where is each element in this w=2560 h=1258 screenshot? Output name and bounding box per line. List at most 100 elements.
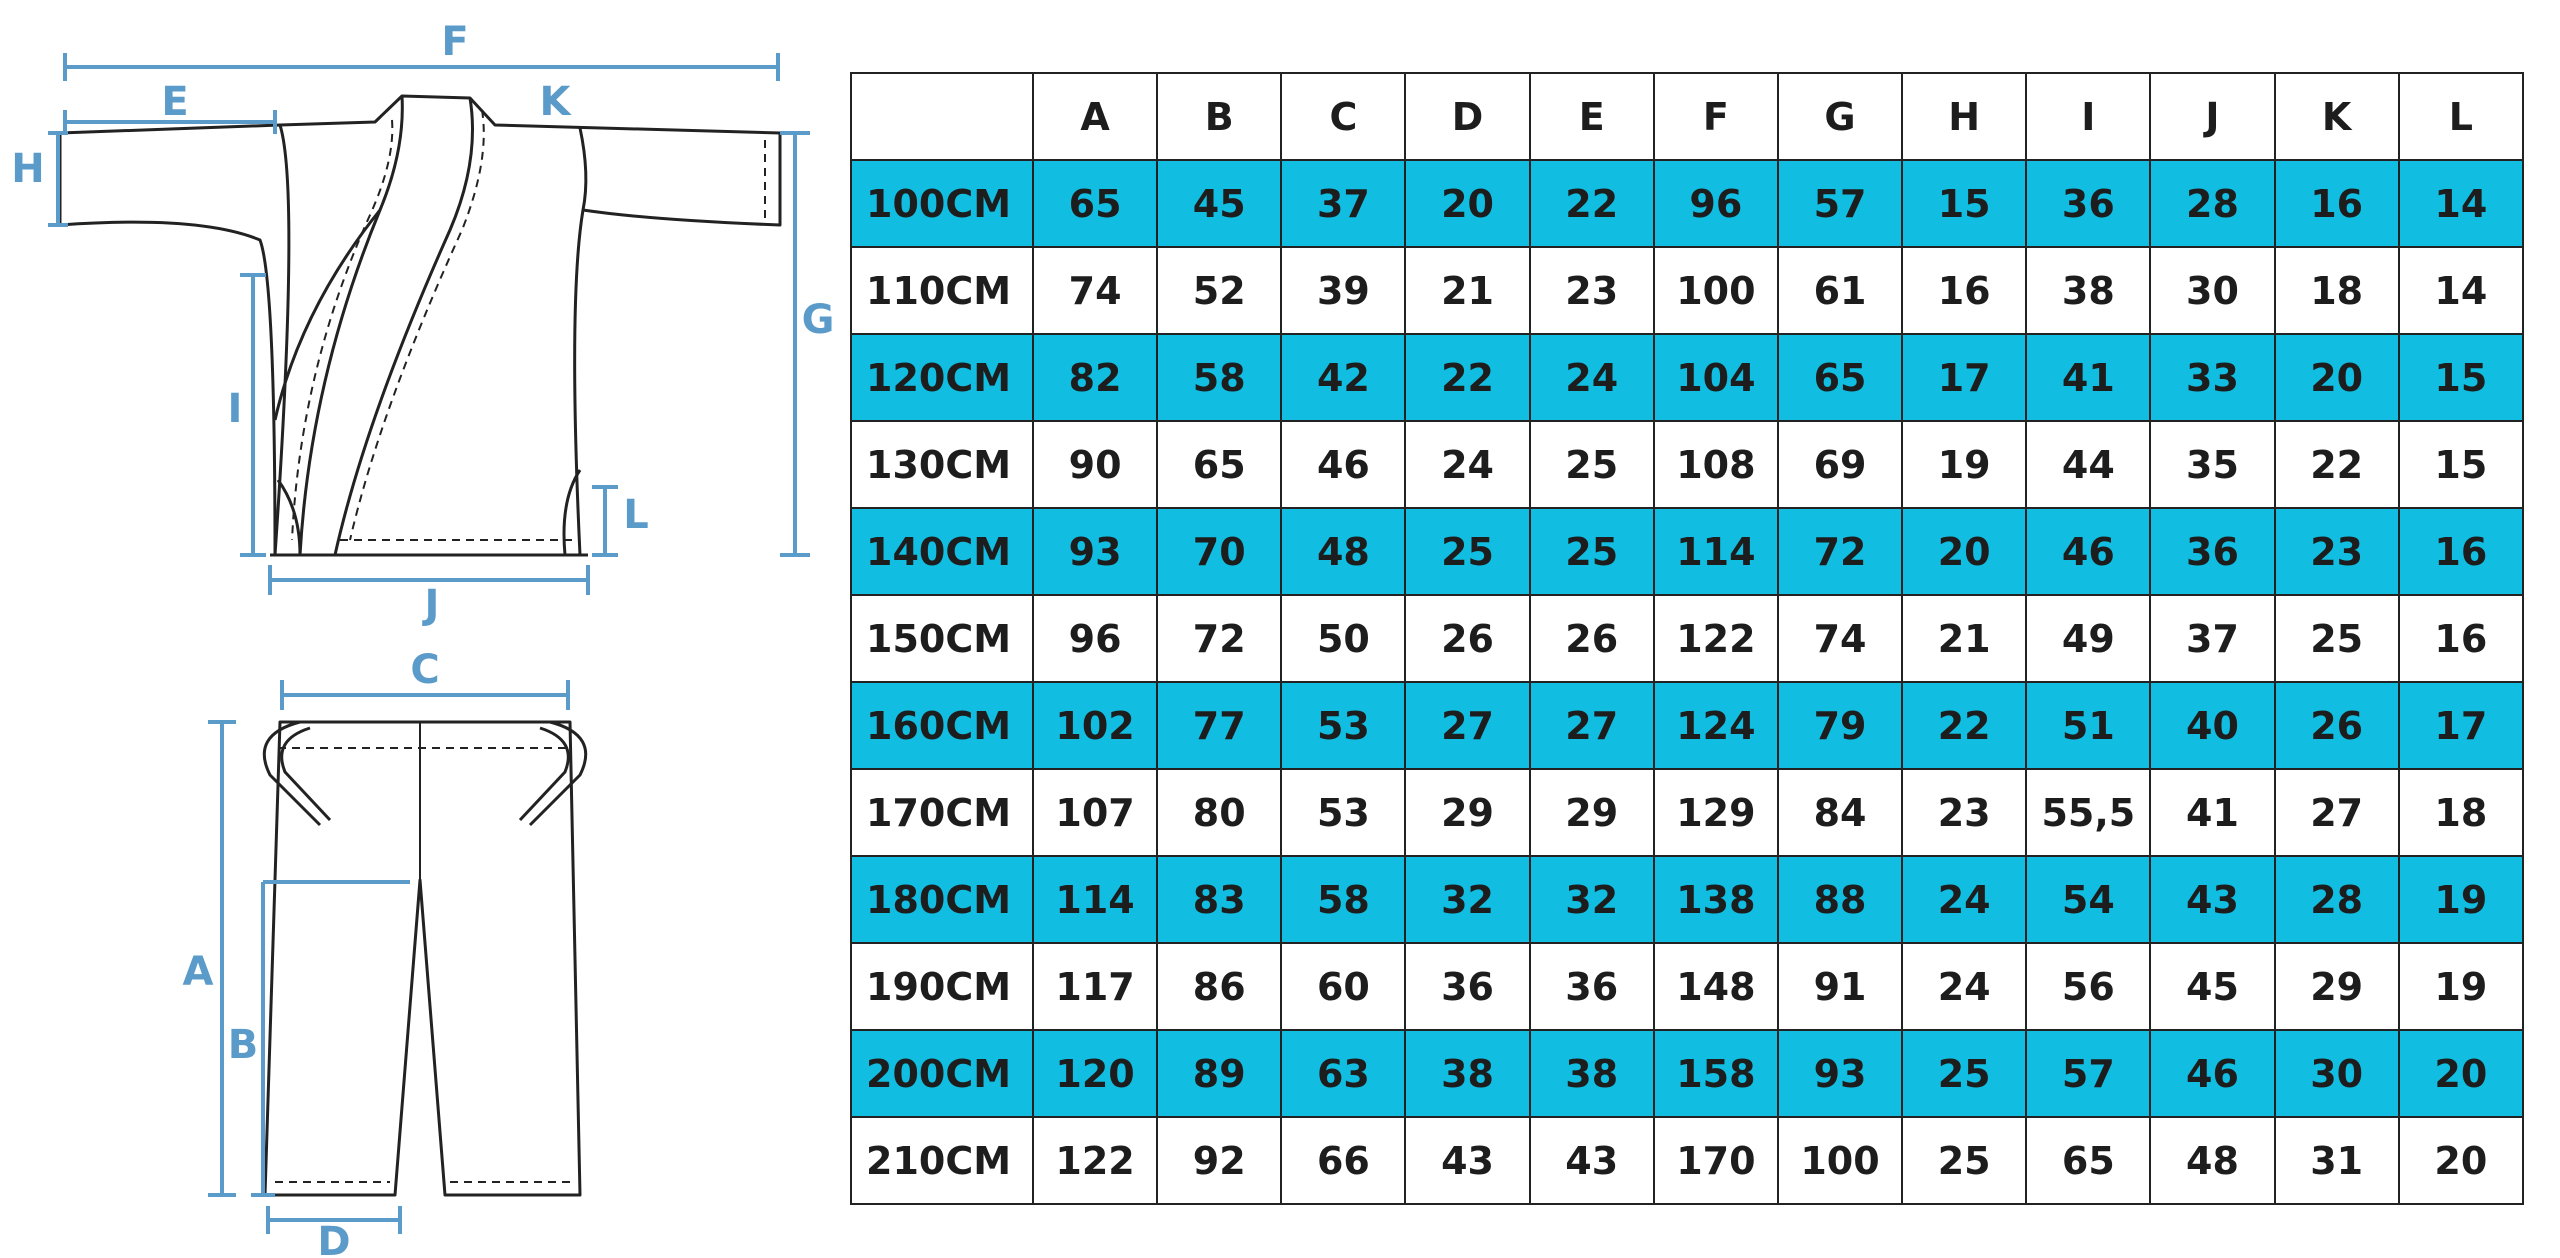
label-J: J — [422, 582, 440, 628]
table-cell: 49 — [2025, 594, 2152, 683]
row-size-label: 180CM — [850, 855, 1034, 944]
table-cell: 46 — [2149, 1029, 2276, 1118]
table-cell: 93 — [1031, 507, 1159, 596]
label-B: B — [228, 1022, 259, 1068]
table-cell: 50 — [1280, 594, 1407, 683]
table-cell: 96 — [1031, 594, 1159, 683]
table-cell: 57 — [1776, 159, 1904, 248]
table-cell: 89 — [1156, 1029, 1283, 1118]
table-cell: 74 — [1031, 246, 1159, 335]
table-cell: 28 — [2149, 159, 2276, 248]
table-cell: 84 — [1776, 768, 1904, 857]
table-cell: 46 — [2025, 507, 2152, 596]
table-cell: 23 — [2273, 507, 2400, 596]
pants-drawing — [262, 720, 588, 1197]
table-cell: 58 — [1156, 333, 1283, 422]
column-header: F — [1652, 72, 1779, 161]
table-cell: 29 — [1404, 768, 1531, 857]
table-cell: 80 — [1156, 768, 1283, 857]
table-cell: 45 — [2149, 942, 2276, 1031]
table-cell: 21 — [1404, 246, 1531, 335]
label-A: A — [183, 949, 214, 995]
table-cell: 20 — [2397, 1116, 2525, 1205]
table-cell: 117 — [1031, 942, 1159, 1031]
table-cell: 114 — [1031, 855, 1159, 944]
table-cell: 53 — [1280, 768, 1407, 857]
table-cell: 43 — [1528, 1116, 1655, 1205]
table-cell: 70 — [1156, 507, 1283, 596]
table-cell: 20 — [2273, 333, 2400, 422]
table-cell: 66 — [1280, 1116, 1407, 1205]
table-cell: 96 — [1652, 159, 1779, 248]
table-cell: 27 — [1404, 681, 1531, 770]
row-size-label: 130CM — [850, 420, 1034, 509]
table-cell: 41 — [2149, 768, 2276, 857]
table-cell: 53 — [1280, 681, 1407, 770]
table-cell: 51 — [2025, 681, 2152, 770]
table-cell: 21 — [1901, 594, 2028, 683]
table-cell: 45 — [1156, 159, 1283, 248]
table-cell: 58 — [1280, 855, 1407, 944]
row-size-label: 170CM — [850, 768, 1034, 857]
table-cell: 65 — [1156, 420, 1283, 509]
table-cell: 24 — [1404, 420, 1531, 509]
table-cell: 74 — [1776, 594, 1904, 683]
table-cell: 16 — [1901, 246, 2028, 335]
table-cell: 23 — [1528, 246, 1655, 335]
table-cell: 30 — [2149, 246, 2276, 335]
table-cell: 72 — [1776, 507, 1904, 596]
row-size-label: 110CM — [850, 246, 1034, 335]
table-cell: 158 — [1652, 1029, 1779, 1118]
table-cell: 20 — [2397, 1029, 2525, 1118]
table-cell: 27 — [2273, 768, 2400, 857]
table-cell: 32 — [1404, 855, 1531, 944]
row-size-label: 210CM — [850, 1116, 1034, 1205]
jacket-drawing — [58, 94, 782, 557]
column-header: J — [2149, 72, 2276, 161]
column-header: H — [1901, 72, 2028, 161]
table-cell: 22 — [1528, 159, 1655, 248]
table-cell: 88 — [1776, 855, 1904, 944]
table-cell: 25 — [1901, 1029, 2028, 1118]
table-cell: 35 — [2149, 420, 2276, 509]
label-E: E — [161, 79, 188, 125]
column-header: I — [2025, 72, 2152, 161]
table-cell: 14 — [2397, 246, 2525, 335]
table-cell: 129 — [1652, 768, 1779, 857]
table-cell: 43 — [2149, 855, 2276, 944]
table-cell: 37 — [1280, 159, 1407, 248]
table-cell: 107 — [1031, 768, 1159, 857]
table-cell: 16 — [2273, 159, 2400, 248]
table-cell: 26 — [1528, 594, 1655, 683]
table-cell: 15 — [1901, 159, 2028, 248]
table-cell: 28 — [2273, 855, 2400, 944]
table-cell: 60 — [1280, 942, 1407, 1031]
table-cell: 38 — [2025, 246, 2152, 335]
table-cell: 26 — [2273, 681, 2400, 770]
table-cell: 38 — [1528, 1029, 1655, 1118]
table-cell: 124 — [1652, 681, 1779, 770]
table-cell: 20 — [1404, 159, 1531, 248]
table-cell: 77 — [1156, 681, 1283, 770]
table-cell: 138 — [1652, 855, 1779, 944]
table-cell: 18 — [2397, 768, 2525, 857]
row-size-label: 160CM — [850, 681, 1034, 770]
table-cell: 108 — [1652, 420, 1779, 509]
table-cell: 48 — [1280, 507, 1407, 596]
column-header: D — [1404, 72, 1531, 161]
table-cell: 29 — [2273, 942, 2400, 1031]
table-cell: 100 — [1776, 1116, 1904, 1205]
row-size-label: 140CM — [850, 507, 1034, 596]
table-cell: 65 — [1031, 159, 1159, 248]
table-cell: 82 — [1031, 333, 1159, 422]
table-cell: 41 — [2025, 333, 2152, 422]
row-size-label: 150CM — [850, 594, 1034, 683]
table-header-row: A B C D E F G H I J K L — [850, 72, 2525, 161]
table-cell: 40 — [2149, 681, 2276, 770]
